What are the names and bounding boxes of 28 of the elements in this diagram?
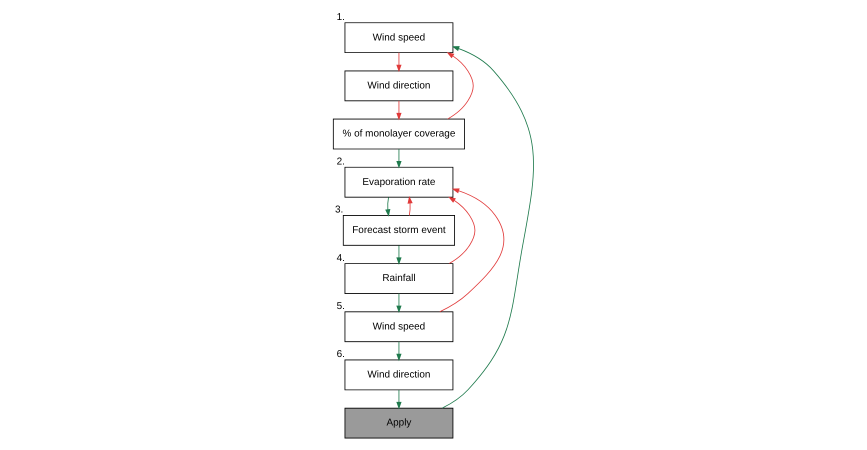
node-box: Evaporation rate (344, 166, 454, 198)
node-box: % of monolayer coverage (332, 118, 465, 150)
node-label: 2. (336, 156, 345, 168)
node-label: 6. (336, 349, 345, 360)
arrow (446, 52, 474, 120)
node-box: Rainfall (344, 263, 454, 294)
arrow (396, 293, 402, 314)
node-box: Wind speed (344, 22, 454, 54)
arrow (396, 148, 402, 169)
arrow (408, 196, 413, 216)
node-label: 1. (336, 12, 345, 23)
arrow (442, 46, 534, 408)
node-box: Wind speed (344, 311, 454, 342)
arrow (396, 245, 402, 265)
node-box: Forecast storm event (342, 215, 456, 246)
node-box: Apply (344, 408, 454, 438)
node-label: 3. (334, 204, 344, 216)
arrow (385, 196, 390, 217)
node-box: Wind direction (344, 360, 454, 390)
node-box: Wind direction (344, 70, 454, 102)
arrow (448, 196, 476, 264)
node-label: 5. (336, 300, 345, 312)
arrow (396, 390, 402, 410)
node-label: 4. (336, 252, 345, 264)
arrow (396, 341, 402, 362)
arrow (396, 52, 402, 72)
arrow (396, 100, 402, 120)
arrow (439, 188, 504, 312)
